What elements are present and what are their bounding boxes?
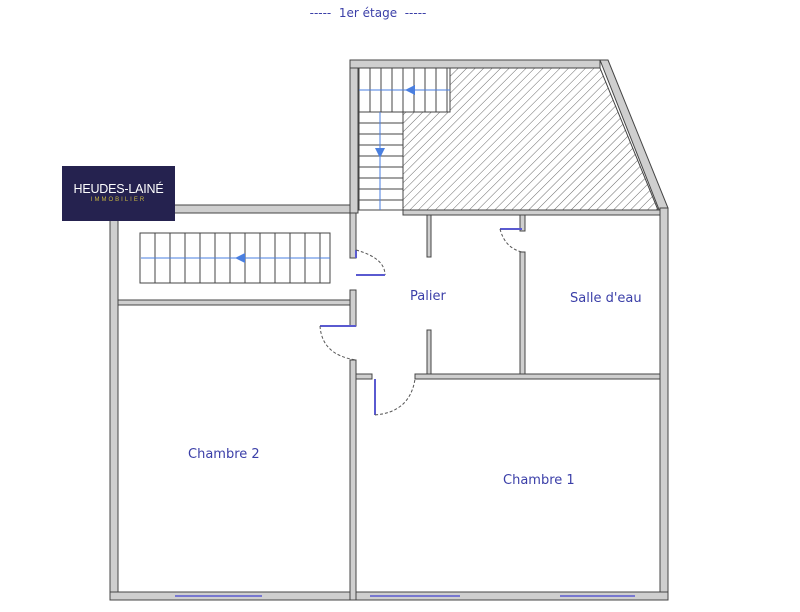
arrow-icon — [235, 253, 245, 263]
room-label-palier: Palier — [410, 289, 446, 304]
staircase-tower — [358, 67, 451, 211]
staircase-left — [139, 232, 331, 284]
doors — [319, 228, 523, 416]
room-label-salle-deau: Salle d'eau — [570, 291, 642, 306]
room-label-chambre-2: Chambre 2 — [188, 447, 260, 462]
logo-subtitle: IMMOBILIER — [90, 197, 147, 203]
room-label-chambre-1: Chambre 1 — [503, 473, 575, 488]
arrow-icon — [405, 85, 415, 95]
arrow-icon — [375, 148, 385, 158]
agency-logo: HEUDES-LAINÉ IMMOBILIER — [62, 166, 175, 221]
logo-name: HEUDES-LAINÉ — [73, 182, 164, 196]
exterior-walls — [109, 59, 669, 601]
floor-title: ----- 1er étage ----- — [309, 6, 427, 20]
